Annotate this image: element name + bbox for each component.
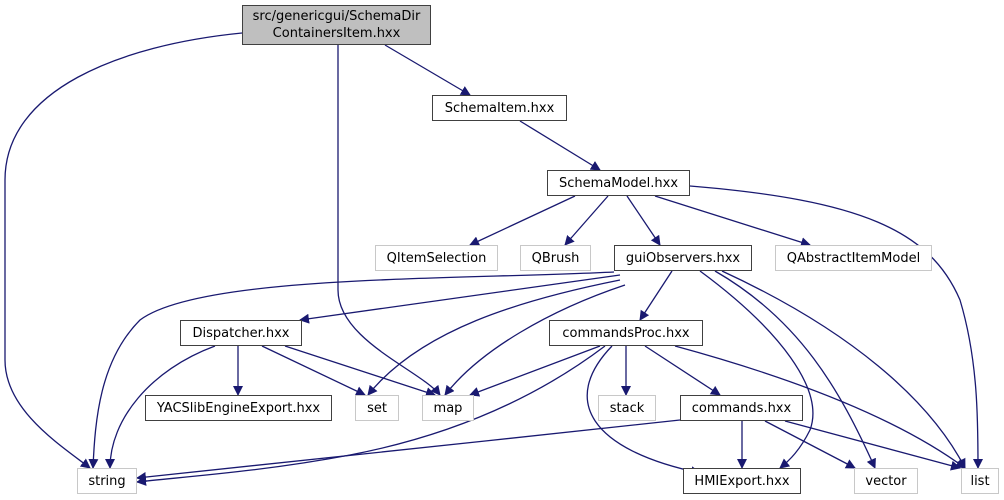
edge-guiobservers-to-commandsproc xyxy=(639,270,673,321)
edge-commandsproc-to-map xyxy=(469,345,601,397)
edge-guiobservers-to-hmiexport xyxy=(699,270,814,469)
node-set[interactable]: set xyxy=(355,395,399,421)
node-commands[interactable]: commands.hxx xyxy=(680,395,803,421)
edge-root-to-string xyxy=(4,32,243,469)
edge-dispatcher-to-map xyxy=(284,345,436,397)
edge-schemamodel-to-qitemselection xyxy=(469,195,576,246)
edge-guiobservers-to-vector xyxy=(714,270,876,469)
node-commandsproc[interactable]: commandsProc.hxx xyxy=(549,320,703,346)
edge-root-to-schemaitem xyxy=(384,44,471,96)
node-list[interactable]: list xyxy=(961,468,999,494)
node-qabstractitemmodel[interactable]: QAbstractItemModel xyxy=(775,245,932,271)
edge-commandsproc-to-list xyxy=(674,345,966,469)
node-label: commandsProc.hxx xyxy=(562,325,690,341)
edge-dispatcher-to-string xyxy=(105,345,216,469)
node-guiobservers[interactable]: guiObservers.hxx xyxy=(614,245,752,271)
node-label: stack xyxy=(609,400,645,416)
edge-schemamodel-to-qbrush xyxy=(564,195,609,246)
node-label: SchemaModel.hxx xyxy=(558,175,679,191)
node-string[interactable]: string xyxy=(77,468,137,494)
edge-commands-to-string xyxy=(136,419,681,482)
node-label: list xyxy=(970,473,990,489)
node-hmiexport[interactable]: HMIExport.hxx xyxy=(683,468,801,494)
node-stack[interactable]: stack xyxy=(598,395,656,421)
node-label: string xyxy=(88,473,126,489)
node-root-label-line1: src/genericgui/SchemaDir xyxy=(252,9,421,24)
edge-commandsproc-to-commands xyxy=(644,345,721,396)
node-qbrush[interactable]: QBrush xyxy=(520,245,591,271)
node-label: YACSlibEngineExport.hxx xyxy=(156,400,321,416)
node-schemamodel[interactable]: SchemaModel.hxx xyxy=(547,170,690,196)
node-yacslibengineexport[interactable]: YACSlibEngineExport.hxx xyxy=(145,395,332,421)
node-vector[interactable]: vector xyxy=(854,468,918,494)
edge-schemaitem-to-schemamodel xyxy=(519,120,601,171)
node-label: map xyxy=(433,400,463,416)
edge-commands-to-list xyxy=(784,420,961,471)
node-label: Dispatcher.hxx xyxy=(192,325,290,341)
edge-dispatcher-to-set xyxy=(261,345,366,396)
node-label: vector xyxy=(865,473,907,489)
edge-schemamodel-to-list xyxy=(689,185,983,469)
node-label: commands.hxx xyxy=(691,400,792,416)
node-label: SchemaItem.hxx xyxy=(444,100,555,116)
edge-guiobservers-to-set xyxy=(367,279,621,396)
node-dispatcher[interactable]: Dispatcher.hxx xyxy=(180,320,302,346)
node-label: QItemSelection xyxy=(386,250,487,266)
edge-root-to-map xyxy=(337,45,441,396)
edge-schemamodel-to-qabstractitemmodel xyxy=(654,195,811,248)
edge-guiobservers-to-string xyxy=(88,271,615,469)
edge-commandsproc-to-hmiexport xyxy=(586,345,701,477)
edge-schemamodel-to-guiobservers xyxy=(626,195,661,246)
node-label: QAbstractItemModel xyxy=(786,250,921,266)
node-map[interactable]: map xyxy=(422,395,474,421)
edge-commands-to-vector xyxy=(764,420,856,469)
node-schemaitem[interactable]: SchemaItem.hxx xyxy=(432,95,567,121)
node-label: set xyxy=(367,400,387,416)
node-root[interactable]: src/genericgui/SchemaDir ContainersItem.… xyxy=(242,5,431,45)
node-label: HMIExport.hxx xyxy=(694,473,790,489)
edge-guiobservers-to-list xyxy=(721,270,966,469)
edge-guiobservers-to-dispatcher xyxy=(299,274,621,324)
node-qitemselection[interactable]: QItemSelection xyxy=(375,245,498,271)
edge-guiobservers-to-map xyxy=(444,284,626,396)
node-root-label-line2: ContainersItem.hxx xyxy=(272,26,401,41)
node-label: QBrush xyxy=(531,250,580,266)
node-label: guiObservers.hxx xyxy=(625,250,741,266)
